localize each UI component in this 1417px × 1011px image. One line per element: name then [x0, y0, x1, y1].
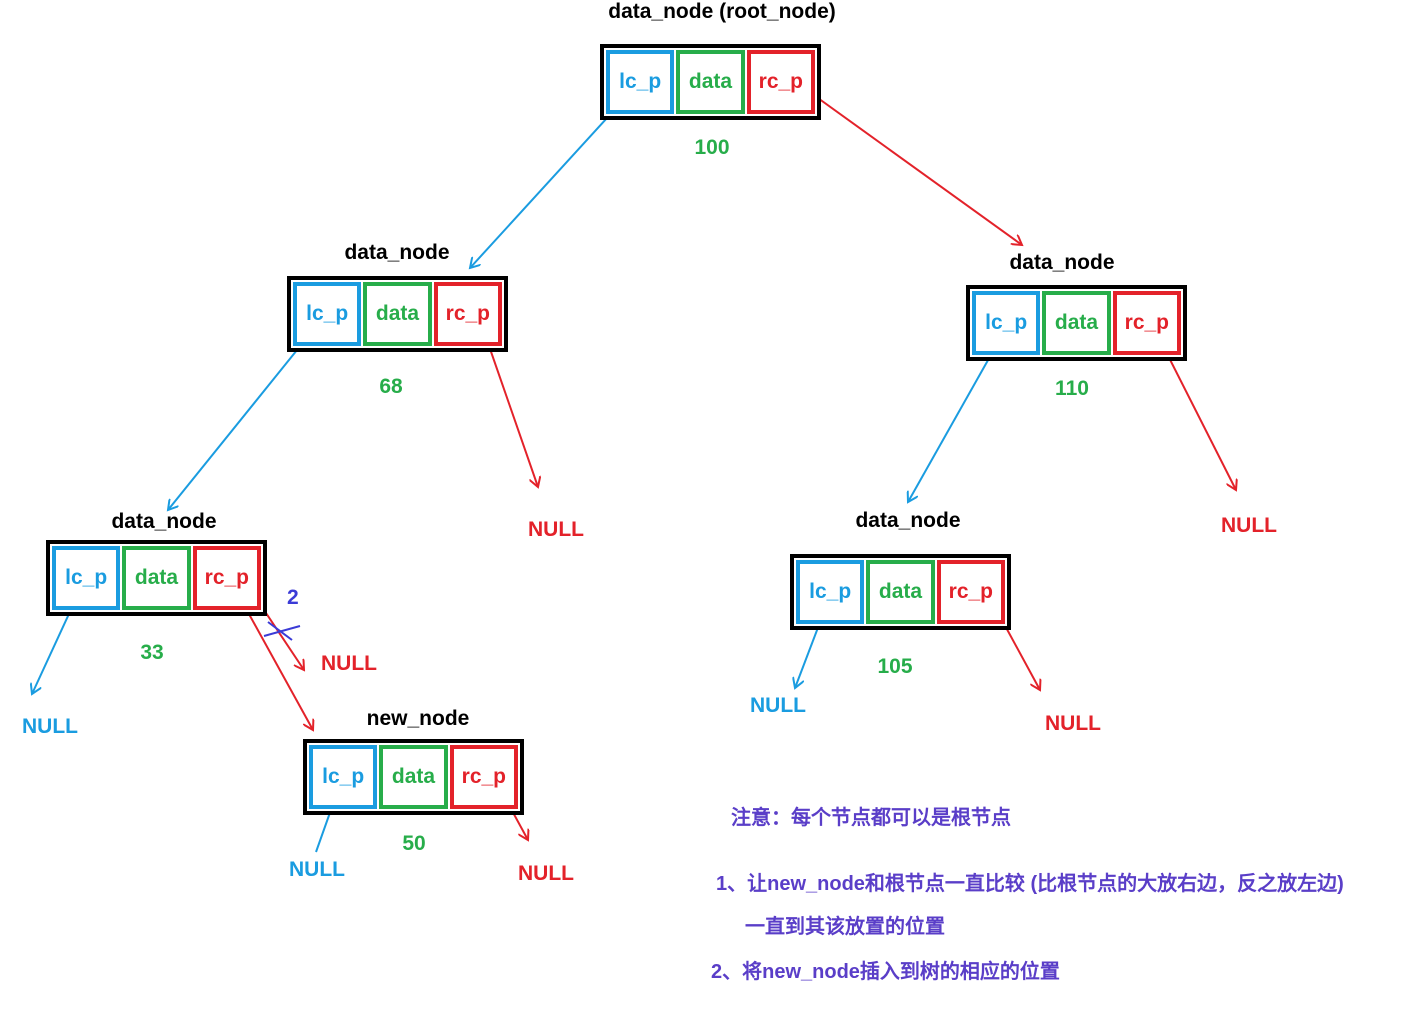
step-marker: 2 [287, 586, 299, 609]
node-33-lc-cell: lc_p [52, 546, 121, 610]
node-110-rc-null: NULL [1221, 514, 1277, 537]
new-node-value: 50 [402, 832, 426, 855]
new-node-lc-cell: lc_p [309, 745, 378, 809]
arrow-68-lc [168, 323, 319, 510]
root-value: 100 [694, 136, 730, 159]
node-105-title: data_node [855, 509, 961, 532]
new-node-rc-cell: rc_p [449, 745, 518, 809]
node-105-value: 105 [877, 655, 913, 678]
node-33-title: data_node [111, 510, 217, 533]
new-node-title: new_node [366, 707, 470, 730]
arrow-root-lc [470, 94, 629, 268]
node-110-title: data_node [1009, 251, 1115, 274]
node-110: lc_p data rc_p [966, 285, 1187, 361]
step-2-text: 2、将new_node插入到树的相应的位置 [711, 961, 1060, 983]
root-node: lc_p data rc_p [600, 44, 821, 120]
cross-mark-b [263, 625, 301, 637]
root-node-title: data_node (root_node) [608, 0, 836, 23]
node-33-rc-cell: rc_p [192, 546, 261, 610]
node-68: lc_p data rc_p [287, 276, 508, 352]
node-33-value: 33 [140, 641, 164, 664]
node-105-lc-null: NULL [750, 694, 806, 717]
node-68-data-cell: data [363, 282, 432, 346]
node-68-rc-null: NULL [528, 518, 584, 541]
step-1-continuation-text: 一直到其该放置的位置 [745, 916, 945, 938]
root-lc-cell: lc_p [606, 50, 675, 114]
node-110-rc-cell: rc_p [1112, 291, 1181, 355]
root-data-cell: data [676, 50, 745, 114]
arrow-root-rc [803, 87, 1022, 245]
root-rc-cell: rc_p [746, 50, 815, 114]
node-110-data-cell: data [1042, 291, 1111, 355]
node-110-lc-cell: lc_p [972, 291, 1041, 355]
new-node-rc-null: NULL [518, 862, 574, 885]
node-105-rc-null: NULL [1045, 712, 1101, 735]
node-105-rc-cell: rc_p [936, 560, 1005, 624]
node-33-data-cell: data [122, 546, 191, 610]
node-105-data-cell: data [866, 560, 935, 624]
note-text: 注意：每个节点都可以是根节点 [731, 807, 1011, 829]
node-68-rc-cell: rc_p [433, 282, 502, 346]
node-68-title: data_node [344, 241, 450, 264]
node-110-value: 110 [1055, 377, 1089, 400]
node-105: lc_p data rc_p [790, 554, 1011, 630]
new-node-data-cell: data [379, 745, 448, 809]
node-105-lc-cell: lc_p [796, 560, 865, 624]
new-node-lc-null: NULL [289, 858, 345, 881]
node-33: lc_p data rc_p [46, 540, 267, 616]
node-68-lc-cell: lc_p [293, 282, 362, 346]
step-1-text: 1、让new_node和根节点一直比较 (比根节点的大放右边，反之放左边) [716, 873, 1344, 895]
node-68-value: 68 [379, 375, 403, 398]
new-node: lc_p data rc_p [303, 739, 524, 815]
node-33-rc-null: NULL [321, 652, 377, 675]
node-33-lc-null: NULL [22, 715, 78, 738]
